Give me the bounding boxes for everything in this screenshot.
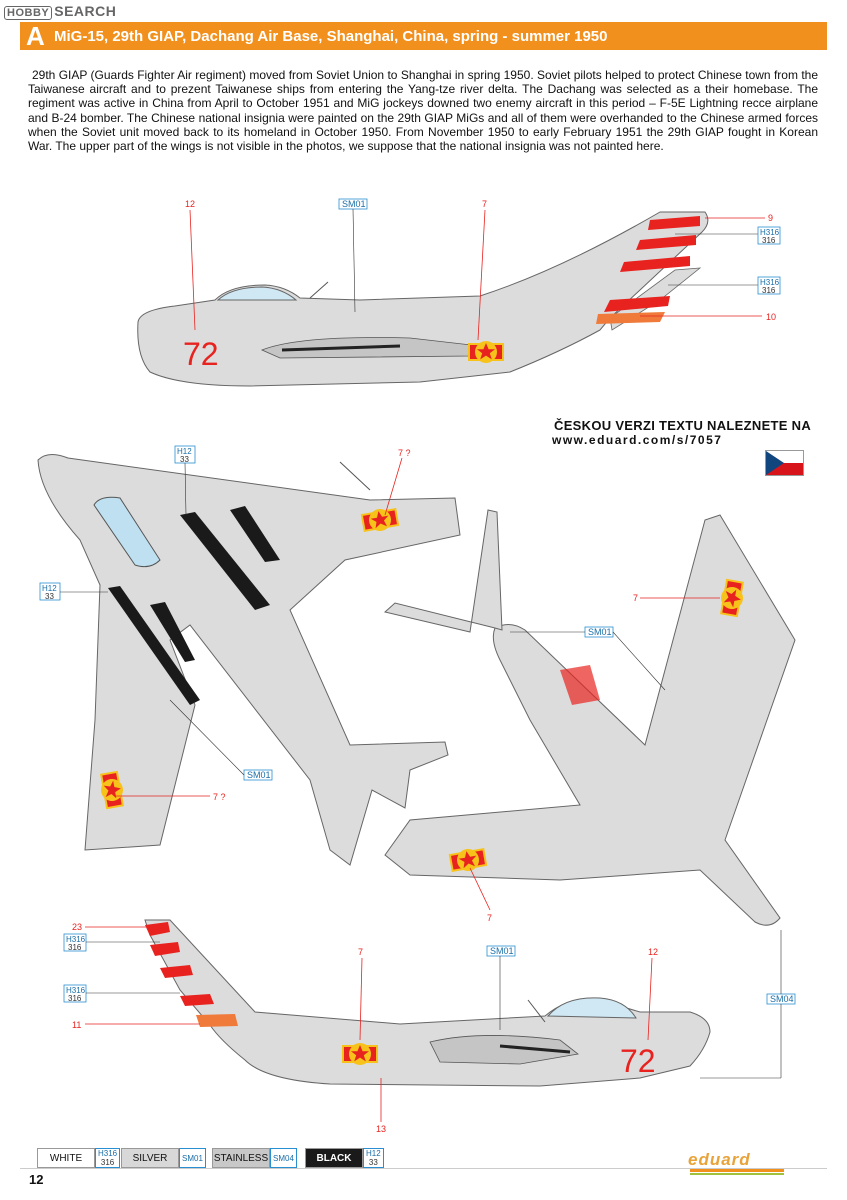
svg-text:10: 10 <box>766 312 776 322</box>
svg-text:12: 12 <box>185 199 195 209</box>
svg-text:7 ?: 7 ? <box>213 792 226 802</box>
svg-text:316: 316 <box>762 236 776 245</box>
svg-text:316: 316 <box>68 943 82 952</box>
callouts-top-view: H12 33 H12 33 7 ? SM01 7 ? <box>39 445 411 802</box>
svg-text:7: 7 <box>358 947 363 957</box>
svg-text:SM01: SM01 <box>588 627 612 637</box>
svg-text:316: 316 <box>762 286 776 295</box>
svg-text:H12: H12 <box>177 447 192 456</box>
profile-header: A MiG-15, 29th GIAP, Dachang Air Base, S… <box>20 22 827 50</box>
profile-title: MiG-15, 29th GIAP, Dachang Air Base, Sha… <box>54 27 608 45</box>
svg-text:SM01: SM01 <box>342 199 366 209</box>
footer-divider <box>20 1168 827 1169</box>
left-side-profile: 72 <box>137 211 709 387</box>
svg-text:9: 9 <box>768 213 773 223</box>
svg-text:SM04: SM04 <box>770 994 794 1004</box>
right-side-profile: 72 <box>144 919 711 1087</box>
czech-note-url[interactable]: www.eduard.com/s/7057 <box>552 433 723 447</box>
czech-note-line1: ČESKOU VERZI TEXTU NALEZNETE NA <box>554 418 812 433</box>
side-number-bottom: 72 <box>620 1043 656 1079</box>
page-number: 12 <box>29 1172 44 1187</box>
svg-text:H316: H316 <box>760 228 780 237</box>
logo-stripe-green <box>690 1173 784 1175</box>
svg-text:7: 7 <box>487 913 492 923</box>
underside-view <box>383 509 796 926</box>
callouts-bottom: 23 H316 316 H316 316 11 7 SM01 12 13 SM0… <box>63 922 796 1134</box>
svg-text:33: 33 <box>180 455 189 464</box>
svg-text:H316: H316 <box>760 278 780 287</box>
eduard-logo: eduard <box>688 1150 751 1169</box>
svg-text:7: 7 <box>482 199 487 209</box>
history-description: 29th GIAP (Guards Fighter Air regiment) … <box>28 68 818 154</box>
svg-text:H316: H316 <box>66 986 86 995</box>
side-number-top: 72 <box>183 336 219 372</box>
svg-text:12: 12 <box>648 947 658 957</box>
top-view <box>37 454 461 866</box>
legend-stainless: STAINLESS SM04 <box>212 1148 297 1168</box>
svg-text:H12: H12 <box>42 584 57 593</box>
svg-text:SM01: SM01 <box>247 770 271 780</box>
svg-text:33: 33 <box>45 592 54 601</box>
profile-letter: A <box>26 21 45 51</box>
svg-text:11: 11 <box>72 1020 81 1030</box>
czech-flag-icon <box>765 450 804 476</box>
svg-text:SM01: SM01 <box>490 946 514 956</box>
svg-text:23: 23 <box>72 922 82 932</box>
svg-text:316: 316 <box>68 994 82 1003</box>
callouts-underside: 7 SM01 7 <box>469 593 720 923</box>
legend-silver: SILVER SM01 <box>121 1148 206 1168</box>
svg-text:7 ?: 7 ? <box>398 448 411 458</box>
callouts-top: 12 SM01 7 9 H316 316 H316 316 10 <box>185 198 781 341</box>
logo-stripe-orange <box>690 1169 784 1172</box>
svg-text:13: 13 <box>376 1124 386 1134</box>
svg-text:H316: H316 <box>66 935 86 944</box>
svg-text:7: 7 <box>633 593 638 603</box>
